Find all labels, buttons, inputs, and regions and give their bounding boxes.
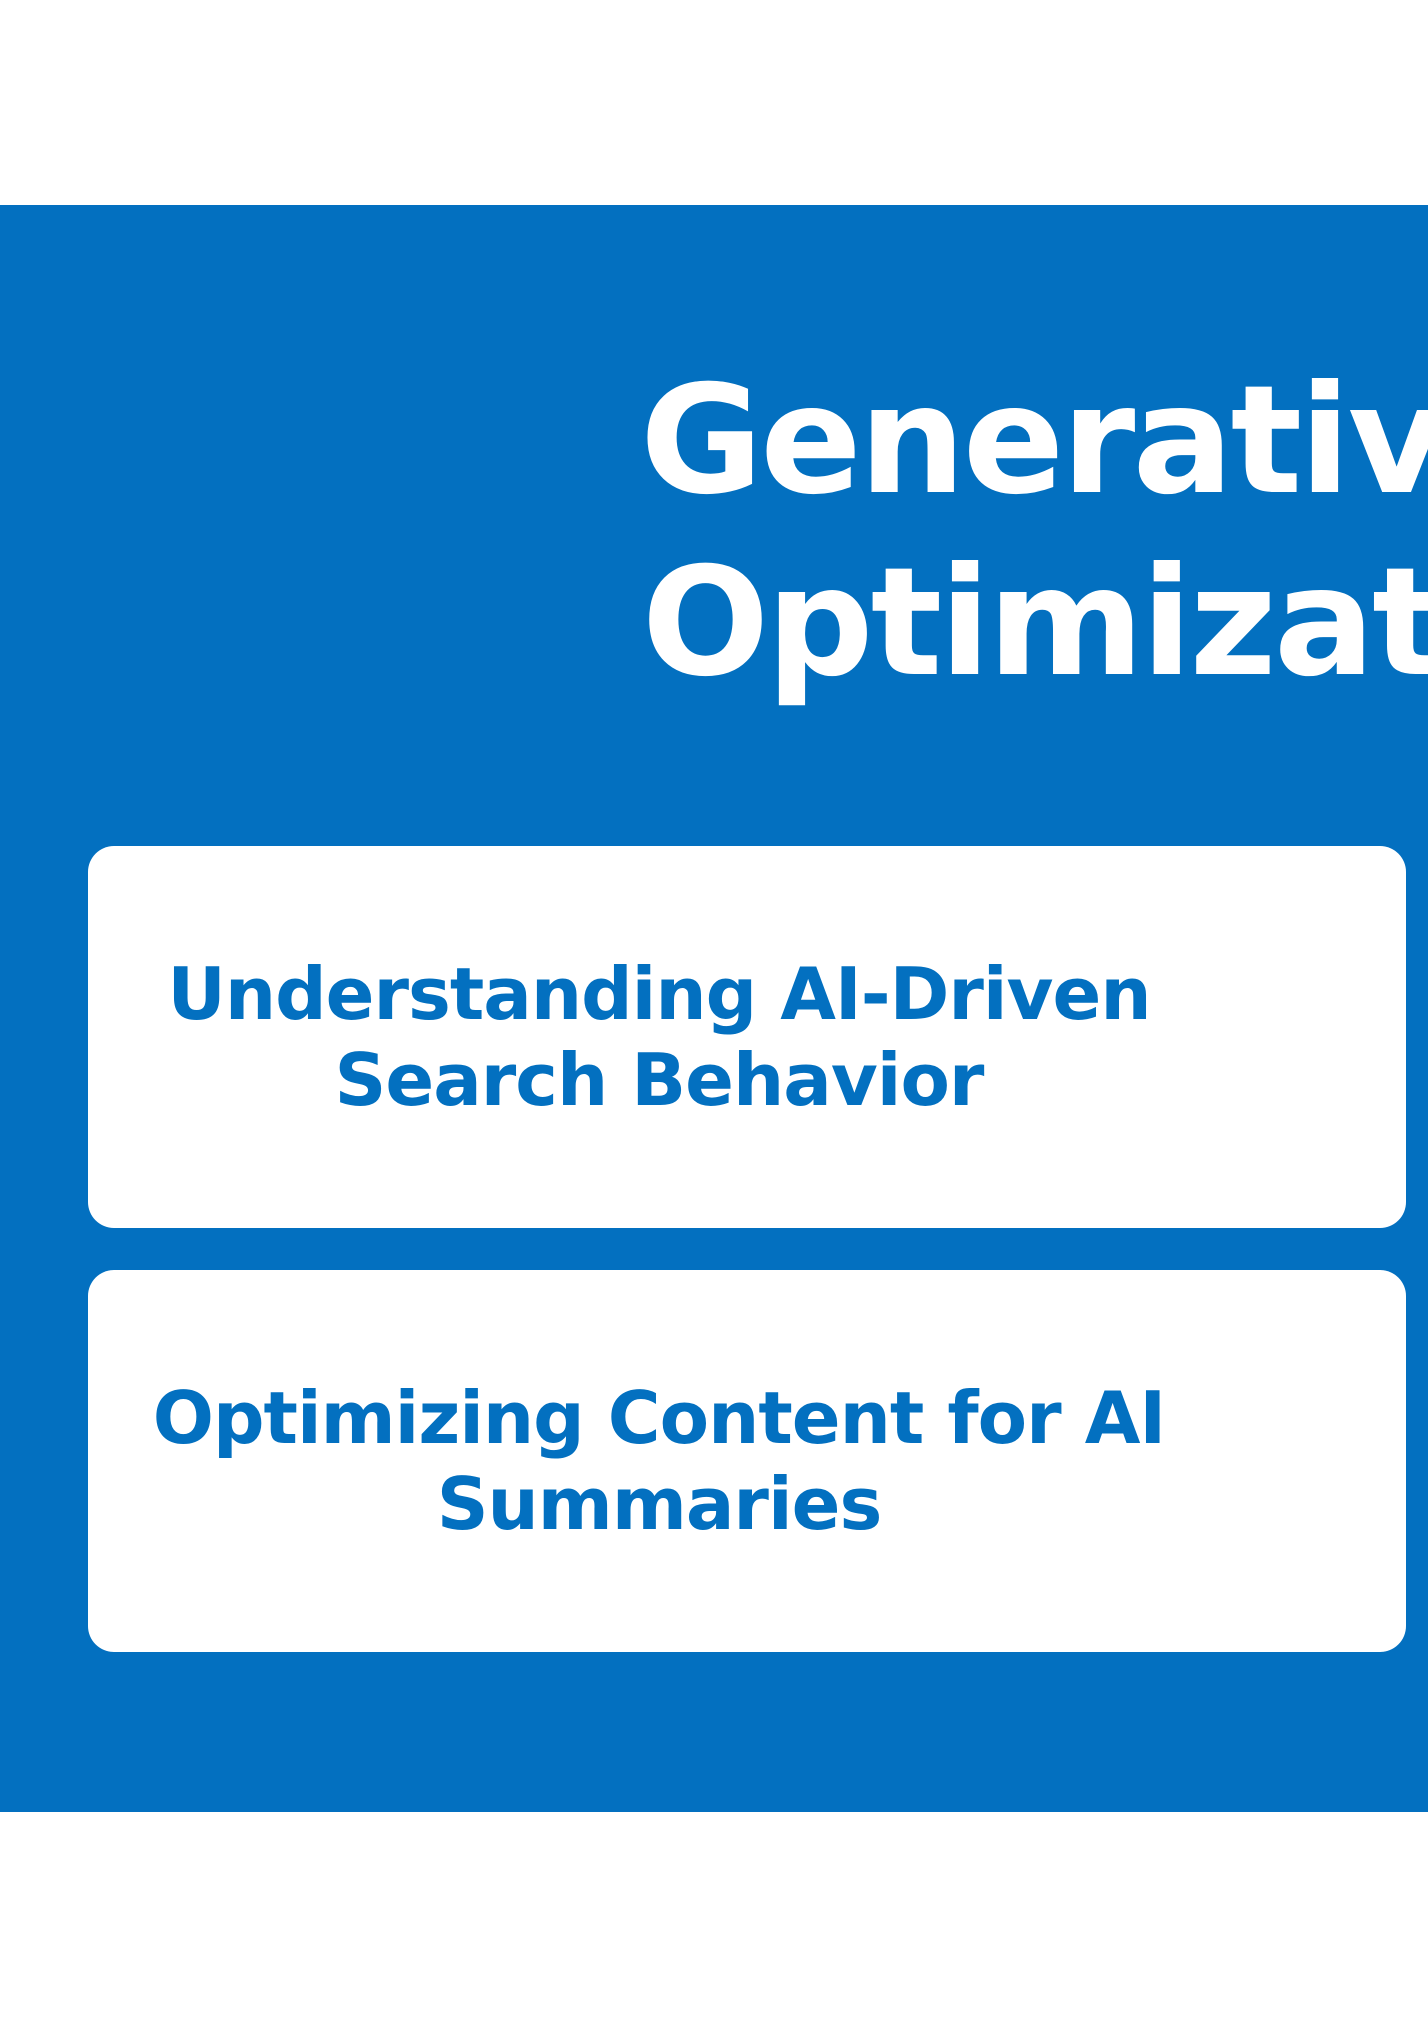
card-label: Optimizing Content for AI Summaries (152, 1375, 1166, 1547)
card-label-line-2: Search Behavior (334, 1038, 985, 1122)
card-label-line-1: Understanding AI-Driven (167, 952, 1151, 1036)
page-title: Generativ Optimizat (640, 350, 1428, 714)
card-optimizing-content: Optimizing Content for AI Summaries (88, 1270, 1406, 1652)
card-label-line-1: Optimizing Content for AI (152, 1376, 1166, 1460)
blue-panel: Generativ Optimizat Understanding AI-Dri… (0, 205, 1428, 1812)
page-title-line-1: Generativ (640, 354, 1428, 528)
card-label-line-2: Summaries (436, 1462, 883, 1546)
card-understanding-ai-search: Understanding AI-Driven Search Behavior (88, 846, 1406, 1228)
card-label: Understanding AI-Driven Search Behavior (167, 951, 1151, 1123)
page-title-line-2: Optimizat (641, 536, 1428, 710)
